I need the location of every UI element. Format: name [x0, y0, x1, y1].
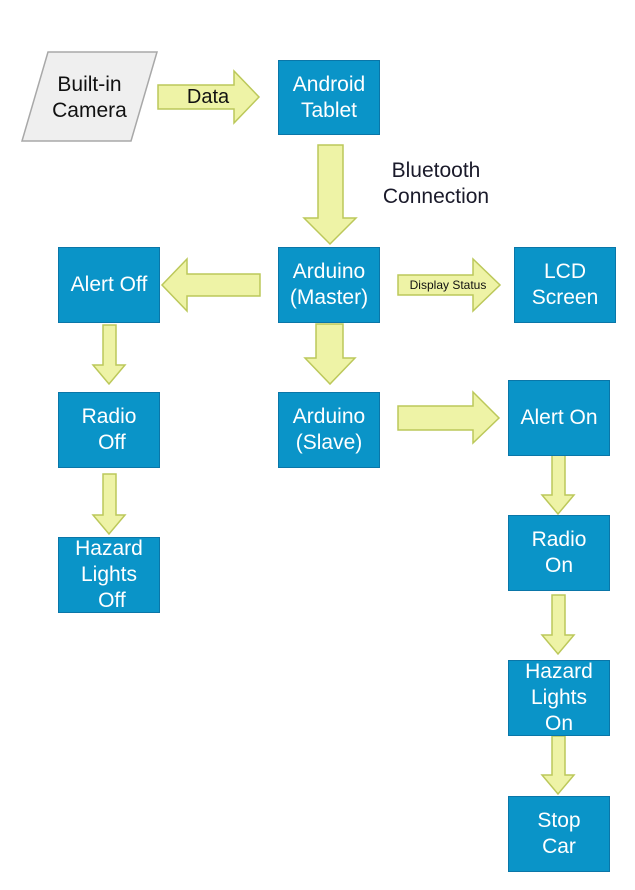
stop-car-node: Stop Car — [508, 796, 610, 872]
arrow-slave-to-alert-on — [397, 390, 501, 445]
camera-label: Built-in Camera — [52, 73, 127, 122]
arduino-slave-node: Arduino (Slave) — [278, 392, 380, 468]
camera-input-shape — [20, 51, 159, 142]
bluetooth-label: Bluetooth Connection — [382, 159, 490, 208]
arrow-radio-on-to-hazard-on — [540, 594, 576, 656]
lcd-screen-node: LCD Screen — [514, 247, 616, 323]
hazard-lights-off-node: Hazard Lights Off — [58, 537, 160, 613]
radio-on-node: Radio On — [508, 515, 610, 591]
arrow-tablet-to-master — [302, 144, 358, 246]
data-label: Data — [186, 86, 230, 108]
display-status-label: Display Status — [409, 278, 487, 292]
arrow-hazard-on-to-stop — [540, 735, 576, 796]
alert-on-node: Alert On — [508, 380, 610, 456]
arrow-alert-on-to-radio-on — [540, 454, 576, 516]
alert-off-node: Alert Off — [58, 247, 160, 323]
arrow-master-to-lcd — [397, 257, 502, 313]
arrow-radio-off-to-hazard-off — [91, 473, 127, 536]
hazard-lights-on-node: Hazard Lights On — [508, 660, 610, 736]
arrow-master-to-slave — [303, 323, 357, 386]
arduino-master-node: Arduino (Master) — [278, 247, 380, 323]
arrow-alert-off-to-radio-off — [91, 324, 127, 386]
arrow-camera-to-tablet — [157, 69, 261, 125]
arrow-master-to-alert-off — [160, 257, 261, 313]
android-tablet-node: Android Tablet — [278, 60, 380, 135]
radio-off-node: Radio Off — [58, 392, 160, 468]
